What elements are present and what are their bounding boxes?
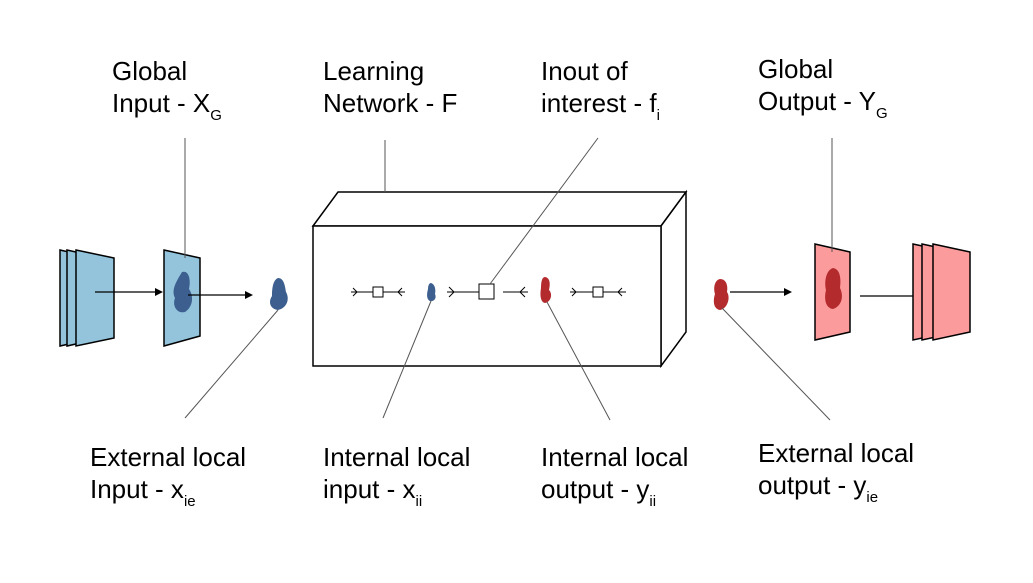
label-internal-local-output-line1: Internal local [541, 442, 688, 472]
global-input-plane-blob [173, 271, 193, 313]
label-internal-local-output-text: output - y [541, 474, 649, 504]
label-internal-local-input-text: input - x [323, 474, 416, 504]
label-global-input-line1: Global [112, 56, 187, 86]
label-input-of-interest-line2: interest - fi [541, 88, 660, 124]
arrowhead [784, 288, 792, 296]
label-global-input-subscript: G [210, 107, 222, 124]
global-input-image-stack [59, 249, 115, 347]
label-global-input-text: Input - X [112, 88, 210, 118]
label-learning-network-line2: Network - F [323, 88, 457, 118]
arrowhead [155, 288, 163, 296]
label-external-local-output-subscript: ie [866, 489, 878, 506]
neuron-unit-of-interest [447, 283, 528, 300]
network-box-top-face [311, 191, 688, 227]
label-internal-local-input-line1: Internal local [323, 442, 470, 472]
label-external-local-output-line2: output - yie [758, 470, 878, 506]
internal-local-output-blob [540, 277, 552, 303]
leader-lines [184, 137, 833, 421]
label-internal-local-output-subscript: ii [649, 493, 656, 510]
label-external-local-input-subscript: ie [184, 493, 196, 510]
neuron-unit-1 [351, 286, 405, 298]
label-external-local-input-text: Input - x [90, 474, 184, 504]
neuron-square [372, 286, 384, 298]
label-global-output-line2: Output - YG [758, 86, 888, 122]
external-local-input-blob [270, 278, 288, 310]
label-input-of-interest-text: interest - f [541, 88, 657, 118]
neuron-unit-3 [570, 286, 626, 298]
label-learning-network-line1: Learning [323, 56, 424, 86]
output-stack-plane-front [932, 243, 971, 341]
label-input-of-interest-subscript: i [657, 107, 660, 124]
leader-internal-local-output [546, 301, 611, 421]
global-output-plane-blob [825, 268, 842, 309]
label-internal-local-output-line2: output - yii [541, 474, 656, 510]
label-external-local-output-text: output - y [758, 470, 866, 500]
leader-external-local-output [721, 307, 831, 421]
leader-input-of-interest [489, 137, 599, 285]
leader-external-local-input [184, 309, 279, 419]
label-global-output-text: Output - Y [758, 86, 876, 116]
input-stack-plane-front [75, 249, 115, 347]
neuron-square-of-interest [478, 283, 495, 300]
label-global-output-line1: Global [758, 54, 833, 84]
label-internal-local-input-line2: input - xii [323, 474, 422, 510]
external-local-output-blob [713, 279, 729, 310]
label-global-input-line2: Input - XG [112, 88, 222, 124]
global-output-image-stack [912, 243, 971, 341]
label-global-output-subscript: G [876, 105, 888, 122]
label-external-local-input-line2: Input - xie [90, 474, 196, 510]
learning-network-box [311, 189, 688, 369]
neuron-square [592, 286, 604, 298]
arrowhead [245, 291, 253, 299]
label-internal-local-input-subscript: ii [416, 493, 423, 510]
leader-internal-local-input [382, 300, 432, 419]
internal-local-input-blob [427, 283, 436, 302]
label-input-of-interest-line1: Inout of [541, 56, 629, 86]
label-external-local-output-line1: External local [758, 438, 914, 468]
label-external-local-input-line1: External local [90, 442, 246, 472]
